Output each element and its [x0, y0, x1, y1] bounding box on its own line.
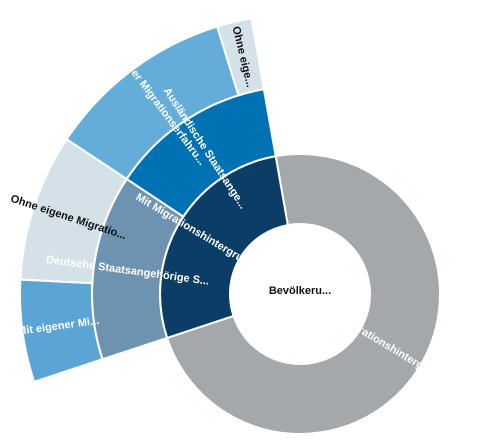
segment-foreign-noown[interactable] [215, 17, 266, 97]
center-hole [230, 224, 370, 364]
center-label: Bevölkeru... [269, 285, 331, 297]
segments-layer [19, 17, 441, 435]
